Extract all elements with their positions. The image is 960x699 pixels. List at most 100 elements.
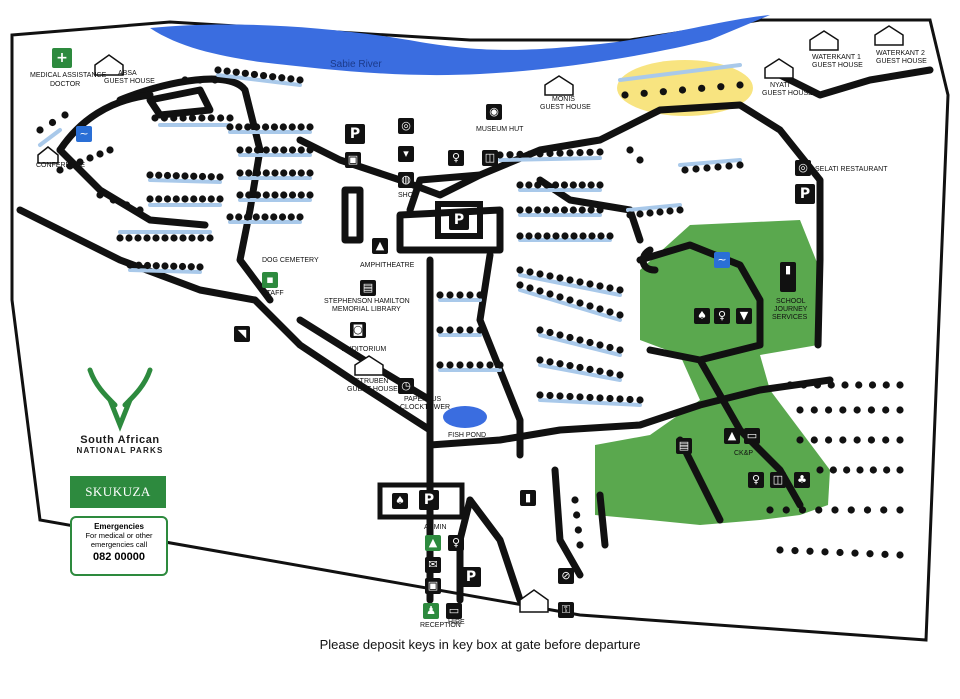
hut-dot [235,213,243,221]
staff-icon[interactable]: ▪ [262,272,278,288]
parking-icon-5[interactable]: P [461,567,481,587]
restroom-icon[interactable]: ♀ [448,150,464,166]
hut-dot [66,162,74,170]
hut-dot [161,234,169,242]
swimming-pool-icon[interactable]: ~ [76,126,92,142]
braai-icon[interactable]: ▼ [736,308,752,324]
hut-dot [536,356,544,364]
hut-dot [841,381,849,389]
reception-icon[interactable]: ♟ [423,603,439,619]
parking-icon-2[interactable]: P [449,210,469,230]
pool-icon-2[interactable]: ~ [714,252,730,268]
hut-dot [280,191,288,199]
waterkant2-guesthouse-label: GUEST HOUSE [876,58,927,65]
restaurant-icon[interactable]: ◎ [398,118,414,134]
hut-dot [570,232,578,240]
hire-car-icon[interactable]: ▭ [446,603,462,619]
hut-dot [736,81,744,89]
fish-pond-label: FISH POND [448,432,487,439]
hut-dot [181,195,189,203]
hut-dot [232,68,240,76]
library-icon[interactable]: ▤ [360,280,376,296]
hut-dot [496,151,504,159]
parking-icon-1[interactable]: P [345,124,365,144]
amphitheatre-icon[interactable]: ▲ [372,238,388,254]
clocktower-icon[interactable]: ◷ [398,378,414,394]
hut-dot [245,146,253,154]
hut-dot [534,181,542,189]
hut-dot [516,266,524,274]
ablution-icon[interactable]: ♀ [748,472,764,488]
selati-restaurant-icon[interactable]: ◎ [795,160,811,176]
auditorium-icon[interactable]: ◙ [350,322,366,338]
picnic-icon[interactable]: ♠ [694,308,710,324]
mail-icon[interactable]: ✉ [425,557,441,573]
conference-label: CONFERENCE [36,162,86,169]
hut-dot [436,291,444,299]
hut-dot [546,358,554,366]
hut-dot [736,161,744,169]
medical-cross-icon[interactable]: + [52,48,72,68]
food-icon[interactable]: ▾ [398,146,414,162]
hut-rows [38,63,742,407]
hut-dot [578,181,586,189]
green-zone [595,220,830,525]
hut-dot [536,391,544,399]
parking-icon-4[interactable]: P [419,490,439,510]
hut-dot [866,550,874,558]
hut-dot [576,336,584,344]
hut-dot [717,83,725,91]
hut-dot [259,71,268,80]
hut-dot [640,89,648,97]
playground-icon[interactable]: ♣ [794,472,810,488]
laundry-icon[interactable]: ◫ [482,150,498,166]
hut-dot [896,551,904,559]
hut-dot [96,150,104,158]
parking-icon-3[interactable]: P [795,184,815,204]
hut-dot [546,272,554,280]
hut-dot [243,213,252,221]
hut-dot [863,506,872,514]
hut-dot [626,395,634,404]
atm-icon[interactable]: ▣ [425,578,441,594]
tent-icon[interactable]: ▲ [724,428,740,444]
hut-dot [586,338,594,347]
fuel-icon[interactable]: ▮ [520,490,536,506]
hut-dot [596,305,604,313]
key-box-icon[interactable]: ⚿ [558,602,574,618]
hut-dot [616,395,624,403]
kitchen-icon[interactable]: ▤ [676,438,692,454]
hut-dot [261,123,270,131]
laundry-icon-2[interactable]: ◫ [770,472,786,488]
hut-dot [525,232,533,240]
emergency-number: 082 00000 [93,551,145,563]
ckp-label: CK&P [734,450,754,457]
hut-dot [271,169,279,177]
dog-icon[interactable]: ◥ [234,326,250,342]
hut-dot [536,326,544,334]
hut-dot [252,213,260,221]
school-building-icon[interactable]: ▮ [780,262,796,292]
hut-dot [616,311,624,319]
hut-dot [163,171,172,180]
restroom-icon-2[interactable]: ♀ [448,535,464,551]
picnic-icon-2[interactable]: ♠ [392,493,408,509]
museum-icon[interactable]: ◉ [486,104,502,120]
bus-icon[interactable]: ▣ [345,152,361,168]
hut-dot [587,206,595,214]
river-label: Sabie River [330,59,382,70]
caravan-icon[interactable]: ▭ [744,428,760,444]
hut-dot [250,70,259,79]
gate-icon[interactable]: ⊘ [558,568,574,584]
hut-dot [181,172,189,180]
hut-dot [543,206,551,214]
toilet-icon[interactable]: ♀ [714,308,730,324]
selati-label: SELATI RESTAURANT [815,166,888,173]
hut-dot [824,436,833,444]
admin-icon[interactable]: ▲ [425,535,441,551]
shop-icon[interactable]: ◍ [398,172,414,188]
hut-dot [516,181,524,189]
hut-dot [226,213,234,221]
hut-dot [566,276,574,284]
